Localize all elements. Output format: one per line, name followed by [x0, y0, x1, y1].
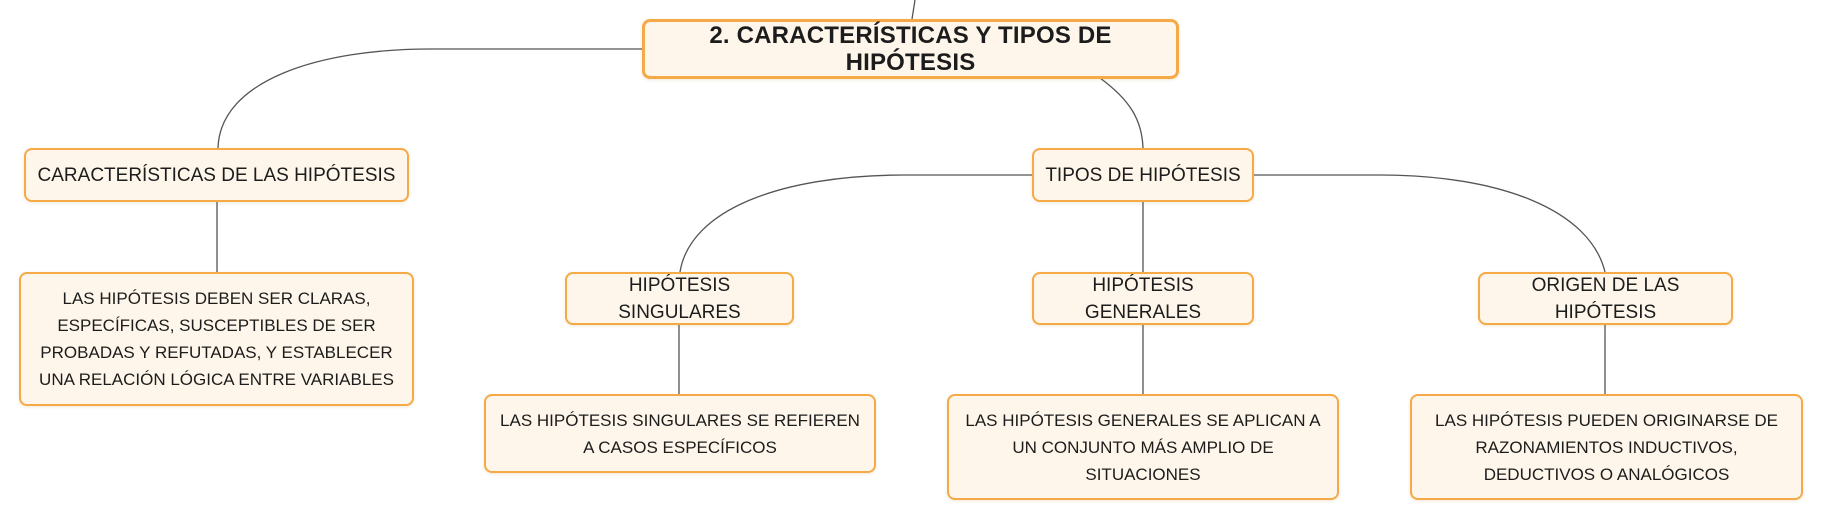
general-hypotheses-detail-node[interactable]: LAS HIPÓTESIS GENERALES SE APLICAN A UN …	[947, 394, 1339, 500]
hypotheses-origin-label: ORIGEN DE LAS HIPÓTESIS	[1531, 274, 1680, 323]
types-node[interactable]: TIPOS DE HIPÓTESIS	[1032, 148, 1254, 202]
characteristics-detail-text: LAS HIPÓTESIS DEBEN SER CLARAS, ESPECÍFI…	[39, 289, 394, 389]
general-hypotheses-node[interactable]: HIPÓTESIS GENERALES	[1032, 272, 1254, 325]
characteristics-node[interactable]: CARACTERÍSTICAS DE LAS HIPÓTESIS	[24, 148, 409, 202]
connector-root-to-characteristics	[217, 48, 642, 149]
connector-types-to-origin	[1253, 174, 1606, 273]
characteristics-detail-node[interactable]: LAS HIPÓTESIS DEBEN SER CLARAS, ESPECÍFI…	[19, 272, 414, 406]
connector-root-parent	[911, 0, 916, 20]
general-hypotheses-detail-text: LAS HIPÓTESIS GENERALES SE APLICAN A UN …	[965, 410, 1321, 484]
singular-hypotheses-label: HIPÓTESIS SINGULARES	[618, 274, 741, 323]
root-topic-node[interactable]: 2. CARACTERÍSTICAS Y TIPOS DE HIPÓTESIS	[642, 19, 1179, 79]
root-topic-label: 2. CARACTERÍSTICAS Y TIPOS DE HIPÓTESIS	[709, 22, 1112, 76]
hypotheses-origin-detail-node[interactable]: LAS HIPÓTESIS PUEDEN ORIGINARSE DE RAZON…	[1410, 394, 1803, 500]
singular-hypotheses-node[interactable]: HIPÓTESIS SINGULARES	[565, 272, 794, 325]
characteristics-label: CARACTERÍSTICAS DE LAS HIPÓTESIS	[37, 164, 396, 186]
connector-root-to-types	[1099, 77, 1144, 149]
connector-types-to-singular	[679, 174, 1032, 273]
hypotheses-origin-detail-text: LAS HIPÓTESIS PUEDEN ORIGINARSE DE RAZON…	[1435, 410, 1778, 484]
singular-hypotheses-detail-text: LAS HIPÓTESIS SINGULARES SE REFIEREN A C…	[500, 410, 860, 457]
types-label: TIPOS DE HIPÓTESIS	[1045, 164, 1241, 186]
singular-hypotheses-detail-node[interactable]: LAS HIPÓTESIS SINGULARES SE REFIEREN A C…	[484, 394, 876, 473]
general-hypotheses-label: HIPÓTESIS GENERALES	[1084, 274, 1202, 323]
hypotheses-origin-node[interactable]: ORIGEN DE LAS HIPÓTESIS	[1478, 272, 1733, 325]
